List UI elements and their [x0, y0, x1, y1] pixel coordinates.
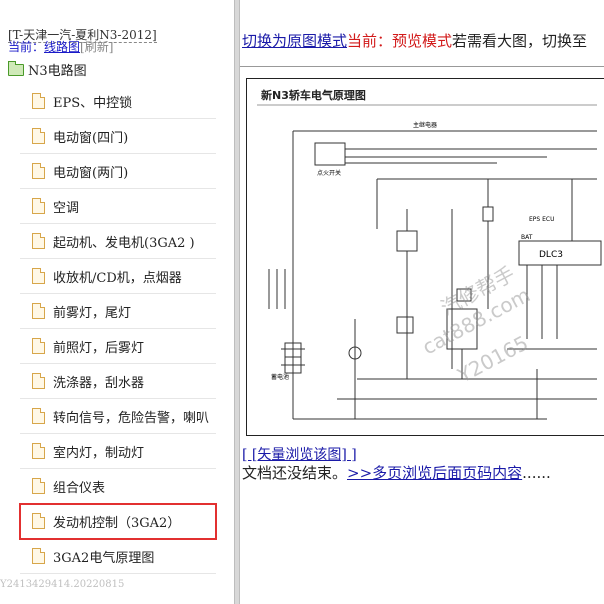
tree-item-label: EPS、中控锁	[53, 95, 133, 111]
doc-end-line: 文档还没结束。>>多页浏览后面页码内容......	[242, 462, 551, 483]
tree-item[interactable]: 室内灯，制动灯	[20, 434, 216, 469]
document-icon	[32, 233, 45, 249]
wiring-diagram[interactable]: 新N3轿车电气原理图	[246, 78, 604, 436]
document-icon	[32, 338, 45, 354]
tree-item[interactable]: 空调	[20, 189, 216, 224]
document-icon	[32, 443, 45, 459]
tree-item-label: 室内灯，制动灯	[53, 445, 145, 461]
tree-item[interactable]: 收放机/CD机，点烟器	[20, 259, 216, 294]
tree-list: EPS、中控锁 电动窗(四门) 电动窗(两门) 空调 起动机、发电机(3GA2 …	[19, 84, 217, 574]
hint-text: 若需看大图，切换至	[452, 32, 588, 50]
document-icon	[32, 373, 45, 389]
more-pages-link[interactable]: >>多页浏览后面页码内容	[347, 464, 523, 482]
ellipsis: ......	[522, 464, 551, 482]
document-icon	[32, 128, 45, 144]
bat-label: BAT	[521, 234, 533, 241]
tree-item-label: 电动窗(四门)	[53, 130, 129, 146]
folder-open-icon	[8, 60, 24, 76]
tree-item-label: 电动窗(两门)	[53, 165, 129, 181]
tree-item-label: 收放机/CD机，点烟器	[53, 270, 182, 286]
tree-item-label: 起动机、发电机(3GA2 )	[53, 235, 195, 251]
tree-item-label: 空调	[53, 200, 80, 216]
circuit-lines: DLC3 EPS ECU BAT 主继电器 点火开关 蓄电池	[257, 104, 602, 420]
tree-item[interactable]: 电动窗(两门)	[20, 154, 216, 189]
preview-mode-label: 预览模式	[392, 32, 453, 50]
main-relay-label: 主继电器	[413, 121, 437, 129]
tree-item[interactable]: EPS、中控锁	[20, 84, 216, 119]
tree-item[interactable]: 前照灯，后雾灯	[20, 329, 216, 364]
current-label: 当前：	[347, 32, 393, 50]
tree-item[interactable]: 起动机、发电机(3GA2 )	[20, 224, 216, 259]
tree-root-label: N3电路图	[28, 64, 87, 79]
crumb-current: 当前：	[8, 40, 45, 54]
tree-item[interactable]: 转向信号，危险告警，喇叭	[20, 399, 216, 434]
crumb-link[interactable]: 线路图	[44, 40, 81, 54]
tree-item-label: 前雾灯，尾灯	[53, 305, 132, 321]
document-icon	[32, 408, 45, 424]
content-pane: 切换为原图模式当前：预览模式若需看大图，切换至 新N3轿车电气原理图	[240, 0, 604, 604]
tree-item-label: 洗涤器，刮水器	[53, 375, 145, 391]
switch-original-link[interactable]: 切换为原图模式	[242, 32, 348, 50]
ignition-switch-label: 点火开关	[317, 169, 341, 177]
tree-item-label: 发动机控制（3GA2）	[53, 515, 181, 531]
document-icon	[32, 198, 45, 214]
tree-item-selected[interactable]: 发动机控制（3GA2）	[19, 503, 217, 540]
tree-root[interactable]: N3电路图	[8, 60, 87, 79]
battery-label: 蓄电池	[271, 373, 289, 381]
dlc3-label: DLC3	[539, 250, 563, 260]
doc-end-text: 文档还没结束。	[242, 464, 348, 482]
tree-item-label: 组合仪表	[53, 480, 106, 496]
document-icon	[32, 163, 45, 179]
tree-item-label: 转向信号，危险告警，喇叭	[53, 410, 210, 426]
document-icon	[32, 513, 45, 529]
eps-ecu-label: EPS ECU	[529, 216, 555, 223]
tree-item[interactable]: 前雾灯，尾灯	[20, 294, 216, 329]
document-icon	[32, 268, 45, 284]
document-icon	[32, 303, 45, 319]
vector-view-link[interactable]: [ [矢量浏览该图] ]	[242, 447, 357, 463]
refresh-link[interactable]: [刷新]	[80, 40, 114, 54]
tree-item[interactable]: 组合仪表	[20, 469, 216, 504]
mode-bar: 切换为原图模式当前：预览模式若需看大图，切换至	[242, 30, 587, 51]
splitter-handle[interactable]	[234, 0, 240, 604]
document-icon	[32, 93, 45, 109]
tree-item-label: 前照灯，后雾灯	[53, 340, 145, 356]
breadcrumb: 当前：线路图[刷新]	[8, 38, 113, 55]
sidebar-title: [T-天津一汽-夏利N3-2012]	[8, 28, 157, 43]
diagram-title: 新N3轿车电气原理图	[261, 89, 366, 102]
tree-item-label: 3GA2电气原理图	[53, 550, 155, 566]
vector-view-link-wrap: [ [矢量浏览该图] ]	[242, 444, 357, 464]
divider	[240, 66, 604, 67]
footer-id: Y2413429414.20220815	[0, 579, 125, 590]
tree-item[interactable]: 电动窗(四门)	[20, 119, 216, 154]
tree-item[interactable]: 3GA2电气原理图	[20, 539, 216, 574]
sidebar: [T-天津一汽-夏利N3-2012] 当前：线路图[刷新] N3电路图 EPS、…	[0, 0, 234, 604]
document-icon	[32, 548, 45, 564]
tree-item[interactable]: 洗涤器，刮水器	[20, 364, 216, 399]
document-icon	[32, 478, 45, 494]
